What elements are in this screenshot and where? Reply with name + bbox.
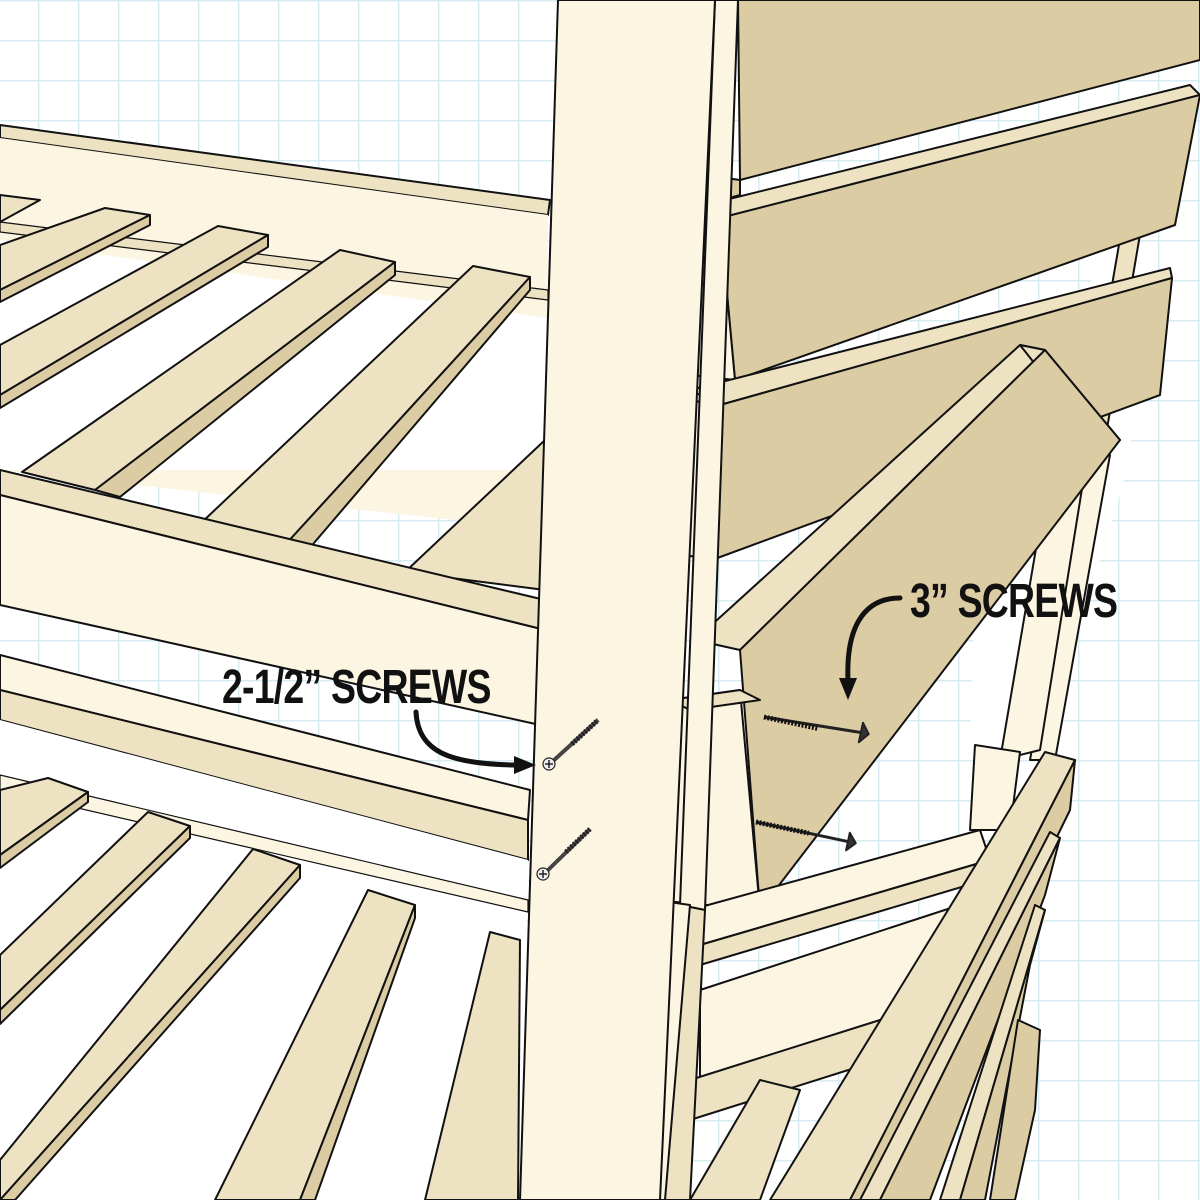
- upper-slats: [0, 194, 549, 591]
- front-post: [519, 0, 716, 1200]
- callout-label-3-inch-screws: 3” SCREWS: [910, 575, 1118, 628]
- screws-2-5-inch: [536, 718, 600, 881]
- callout-arrow-2-5-inch: [413, 709, 536, 774]
- lower-slats: [0, 720, 529, 1200]
- footboard-slats: [689, 751, 1076, 1200]
- lower-back-rail: [0, 654, 531, 861]
- lower-side-rails: [689, 829, 991, 1121]
- callout-label-2-5-inch-screws: 2-1/2” SCREWS: [222, 661, 491, 714]
- screws-3-inch: [755, 714, 870, 852]
- callout-arrow-3-inch: [839, 595, 903, 700]
